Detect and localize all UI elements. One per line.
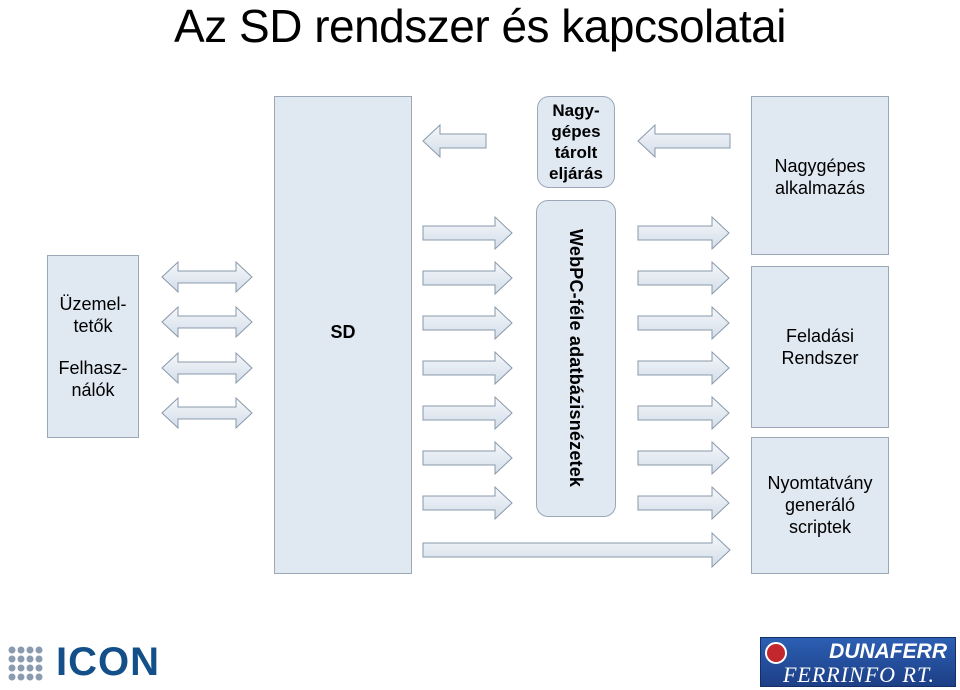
double-arrow-icon	[161, 351, 253, 385]
arrow-right-icon	[422, 350, 513, 386]
arrow-right-icon	[637, 485, 730, 521]
page-title: Az SD rendszer és kapcsolatai	[174, 0, 786, 52]
dunaferr-emblem-icon	[765, 642, 787, 664]
nyomtatvany-scripts-box: Nyomtatvány generáló scriptek	[751, 437, 889, 574]
arrow-right-icon	[422, 305, 513, 341]
arrow-left-icon	[637, 123, 731, 159]
webpc-label: WebPC-féle adatbázisnézetek	[566, 229, 586, 488]
feladasi-label-1: Feladási	[785, 326, 855, 346]
mainframe-app-label-2: alkalmazás	[774, 178, 866, 198]
double-arrow-icon	[161, 260, 253, 294]
users-label-4: nálók	[71, 379, 115, 400]
double-arrow-icon	[161, 396, 253, 430]
arrow-left-icon	[422, 123, 487, 159]
arrow-right-icon	[637, 440, 730, 476]
ferrinfo-logo-text: FERRINFO RT.	[782, 662, 936, 687]
arrow-right-icon	[637, 305, 730, 341]
dunaferr-logo-text: DUNAFERR	[829, 640, 947, 663]
arrow-right-icon	[422, 440, 513, 476]
nyomtatvany-label-1: Nyomtatvány	[767, 473, 873, 493]
arrow-right-icon	[637, 350, 730, 386]
arrow-right-icon	[637, 395, 730, 431]
nyomtatvany-label-2: generáló	[784, 495, 856, 515]
arrow-right-icon	[637, 260, 730, 296]
arrow-right-icon	[422, 485, 513, 521]
dunaferr-logo: DUNAFERR FERRINFO RT.	[760, 637, 956, 687]
stored-proc-label-4: eljárás	[549, 164, 603, 183]
sd-box: SD	[274, 96, 412, 574]
users-label-2: tetők	[73, 315, 113, 336]
stored-proc-label-1: Nagy-	[552, 101, 600, 120]
icon-logo: ICON	[56, 640, 160, 684]
webpc-views-box: WebPC-féle adatbázisnézetek	[536, 200, 616, 517]
users-box: Üzemel- tetők Felhasz- nálók	[47, 255, 139, 438]
stored-proc-label-2: gépes	[551, 122, 601, 141]
mainframe-app-label-1: Nagygépes	[774, 156, 866, 176]
mainframe-app-box: Nagygépes alkalmazás	[751, 96, 889, 255]
stored-procedure-box: Nagy- gépes tárolt eljárás	[537, 96, 615, 188]
feladasi-label-2: Rendszer	[781, 348, 859, 368]
double-arrow-icon	[161, 305, 253, 339]
nyomtatvany-label-3: scriptek	[788, 517, 851, 537]
users-label-3: Felhasz-	[58, 357, 128, 378]
arrow-right-icon	[422, 260, 513, 296]
sd-label: SD	[330, 322, 356, 342]
stored-proc-label-3: tárolt	[554, 143, 598, 162]
feladasi-rendszer-box: Feladási Rendszer	[751, 266, 889, 428]
arrow-right-icon	[422, 395, 513, 431]
arrow-right-icon	[637, 215, 730, 251]
users-label-1: Üzemel-	[59, 293, 127, 314]
long-arrow-right-icon	[422, 531, 731, 569]
icon-logo-dots-icon	[8, 646, 43, 681]
arrow-right-icon	[422, 215, 513, 251]
